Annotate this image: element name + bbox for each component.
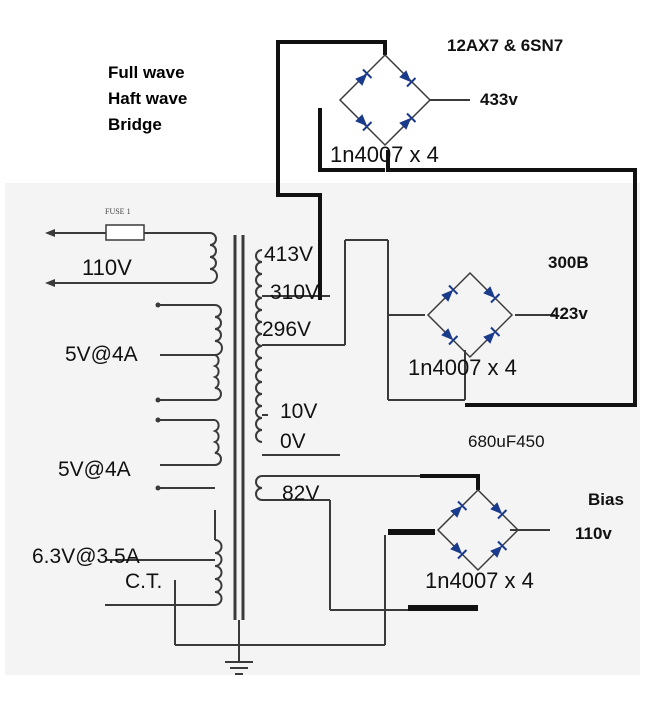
heater-label-2: 5V@4A bbox=[58, 458, 131, 481]
tap-10v: 10V bbox=[280, 400, 318, 423]
added-wiring bbox=[276, 40, 637, 611]
terminal-dots bbox=[155, 302, 161, 491]
bias-secondary-winding bbox=[255, 475, 263, 501]
primary-winding bbox=[209, 232, 218, 284]
output-voltage-middle: 423v bbox=[550, 304, 588, 323]
fuse-label: FUSE 1 bbox=[105, 207, 131, 216]
primary-voltage: 110V bbox=[82, 255, 132, 280]
rectifier-notes: Full wave Haft wave Bridge bbox=[108, 60, 187, 138]
transformer-core bbox=[233, 235, 245, 620]
rectifier-label-bias: 1n4007 x 4 bbox=[425, 568, 534, 593]
heater-ct-label: C.T. bbox=[125, 570, 163, 593]
heater-label-3: 6.3V@3.5A bbox=[32, 545, 140, 568]
tube-label-bias: Bias bbox=[588, 490, 624, 509]
note-full-wave: Full wave bbox=[108, 63, 185, 82]
arrow-icon bbox=[45, 279, 55, 287]
tap-310v: 310V bbox=[270, 281, 320, 304]
note-half-wave: Haft wave bbox=[108, 89, 188, 108]
tap-296v: 296V bbox=[262, 318, 312, 341]
primary-circuit bbox=[55, 232, 210, 284]
tap-0v: 0V bbox=[280, 430, 306, 453]
secondary-wiring bbox=[262, 99, 555, 645]
note-bridge: Bridge bbox=[108, 115, 162, 134]
tap-413v: 413V bbox=[264, 243, 314, 266]
rectifier-label-top: 1n4007 x 4 bbox=[330, 142, 439, 167]
tube-label-12ax7-6sn7: 12AX7 & 6SN7 bbox=[447, 36, 564, 55]
schematic-panel bbox=[5, 183, 640, 675]
output-voltage-bias: 110v bbox=[575, 524, 612, 543]
output-voltage-top: 433v bbox=[480, 90, 518, 109]
fuse-icon bbox=[105, 224, 145, 241]
rectifier-label-middle: 1n4007 x 4 bbox=[408, 355, 517, 380]
capacitor-label: 680uF450 bbox=[468, 432, 545, 451]
bridge-rectifier-top bbox=[338, 53, 460, 147]
arrow-icon bbox=[45, 229, 55, 237]
heater-label-1: 5V@4A bbox=[65, 343, 138, 366]
heater-windings bbox=[105, 304, 385, 646]
tap-82v: 82V bbox=[282, 482, 320, 505]
bridge-rectifier-middle bbox=[426, 271, 514, 359]
bridge-rectifier-bias bbox=[436, 488, 520, 572]
tube-label-300b: 300B bbox=[548, 253, 589, 272]
ground-icon bbox=[225, 620, 253, 675]
